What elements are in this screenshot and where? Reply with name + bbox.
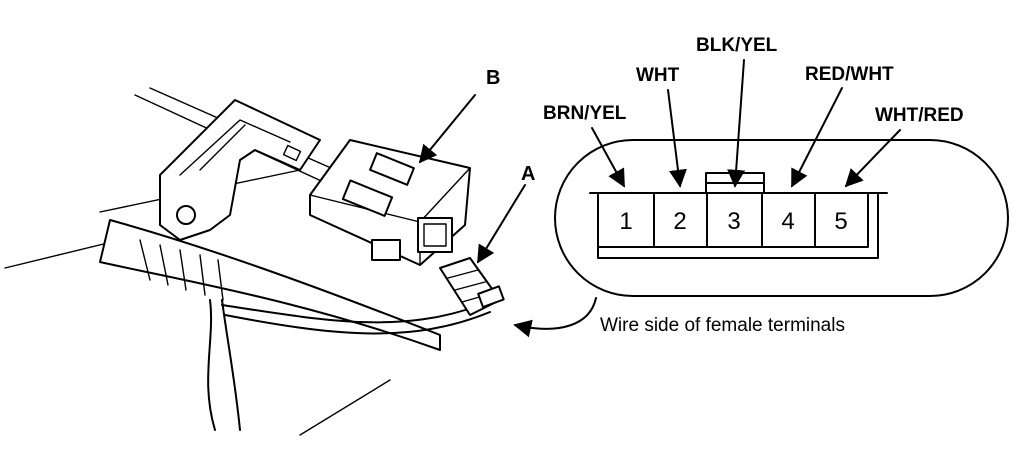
- wire-color-label: WHT/RED: [875, 105, 964, 126]
- connector-face-view: 1 2 3 4 5 BRN/YEL WHT BLK/YEL RED/WHT WH…: [513, 35, 1009, 338]
- pin-number: 4: [781, 208, 794, 235]
- wire-leader-arrow: [791, 87, 843, 188]
- terminal-cell: [814, 192, 869, 248]
- wire-leader-arrow: [591, 127, 625, 188]
- callout-a-label: A: [521, 163, 535, 185]
- pin-number: 2: [673, 208, 686, 235]
- wire-leader-arrow: [727, 59, 746, 188]
- connector-b: [309, 139, 471, 266]
- wire-leader-arrow: [844, 129, 901, 188]
- harness-illustration: B A: [4, 67, 535, 436]
- wire-leader-arrow: [667, 89, 687, 188]
- bracket-hole: [176, 205, 196, 225]
- wire-color-label: BRN/YEL: [543, 103, 627, 124]
- pin-number: 1: [619, 208, 632, 235]
- connector-a: [439, 257, 505, 316]
- pin-number: 3: [727, 208, 740, 235]
- caption: Wire side of female terminals: [600, 315, 845, 336]
- connector-outline: [554, 139, 1009, 297]
- wire-color-label: BLK/YEL: [696, 35, 778, 56]
- callout-a-leader: [477, 184, 526, 264]
- reference-arrow: [513, 297, 597, 338]
- wire-harness: [99, 219, 491, 431]
- mounting-bracket: [159, 99, 321, 241]
- pin-number: 5: [834, 208, 847, 235]
- wire-color-label: RED/WHT: [805, 64, 894, 85]
- callout-b-label: B: [486, 67, 500, 89]
- terminal-housing: [589, 192, 888, 259]
- wire-color-label: WHT: [636, 65, 680, 86]
- callout-b-leader: [418, 94, 476, 164]
